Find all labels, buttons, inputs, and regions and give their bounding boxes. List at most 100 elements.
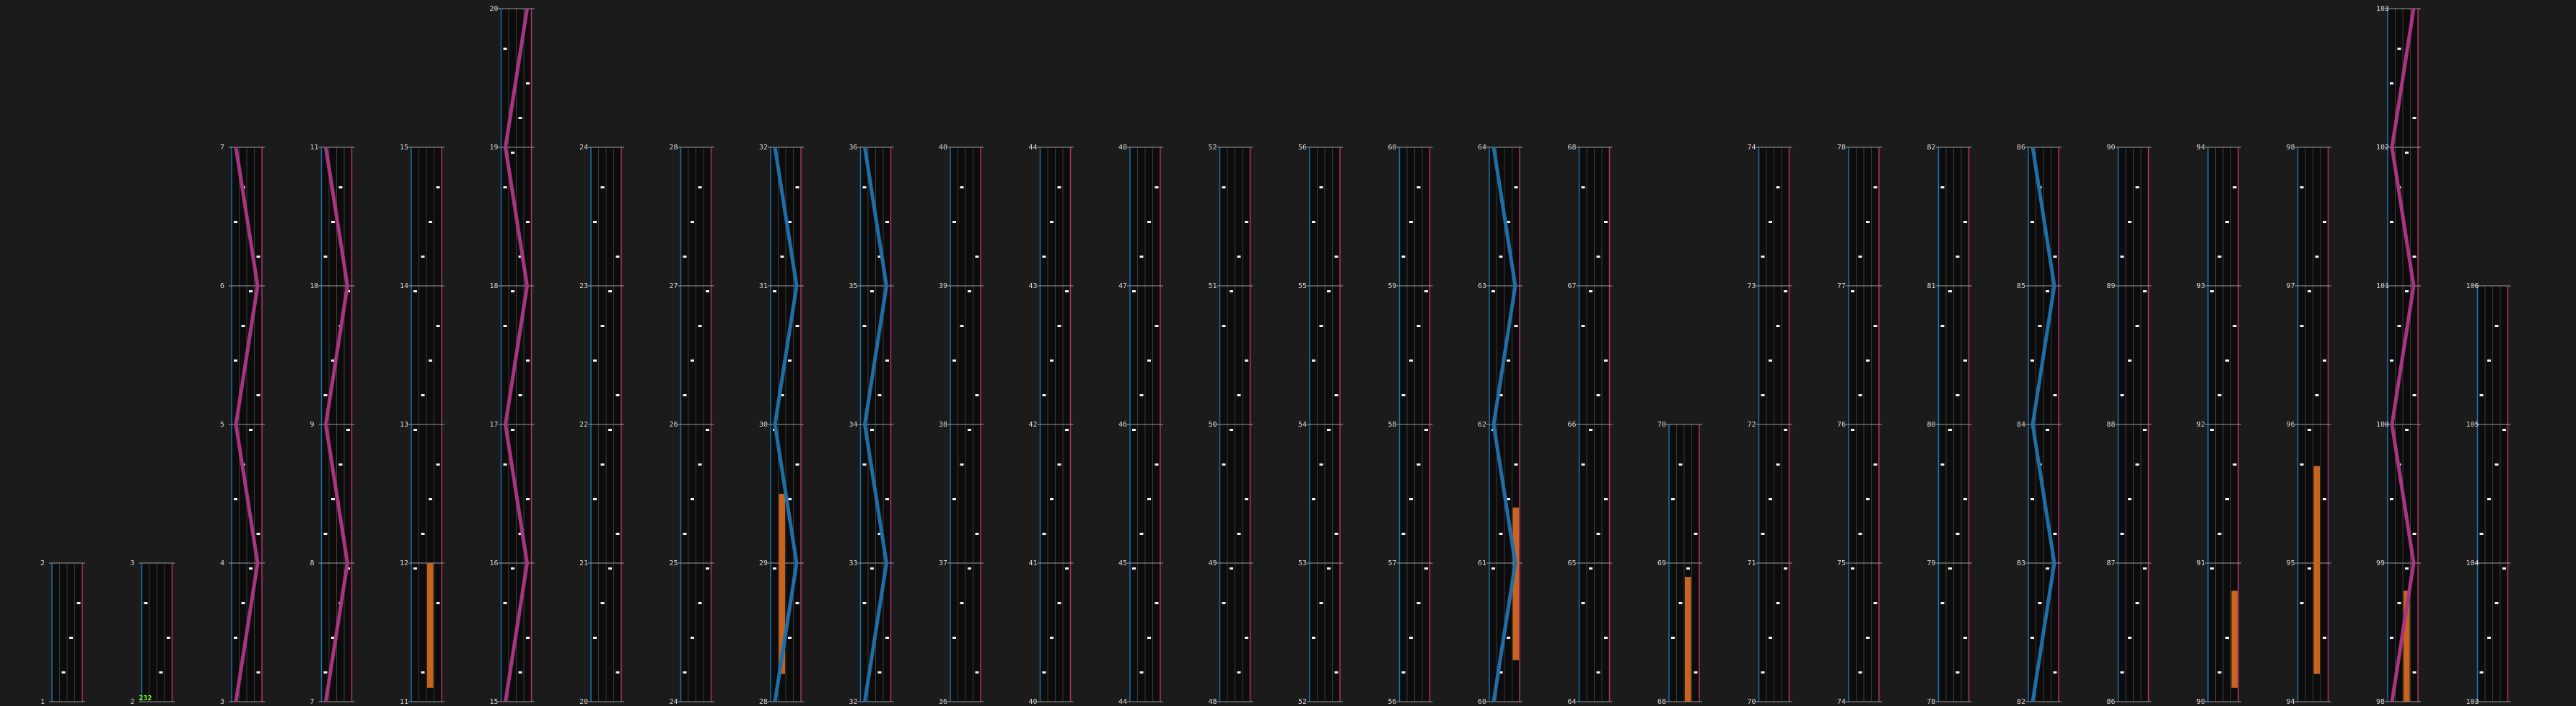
tap-note <box>952 637 956 639</box>
measure-number: 96 <box>2287 421 2295 429</box>
measure-number: 94 <box>2287 698 2295 706</box>
tap-note <box>698 463 702 466</box>
tap-note <box>518 671 522 674</box>
tap-note <box>413 567 417 570</box>
tap-note <box>1245 359 1248 362</box>
tap-note <box>2412 256 2417 258</box>
tap-note <box>1940 463 1945 466</box>
tap-note <box>788 221 792 223</box>
tap-note <box>600 463 605 466</box>
measure-number: 64 <box>1568 698 1577 706</box>
tap-note <box>773 290 776 292</box>
measure-number: 35 <box>849 282 858 290</box>
tap-note <box>1963 637 1967 639</box>
measure-number: 69 <box>1657 559 1666 567</box>
measure-number: 56 <box>1388 698 1397 706</box>
tap-note <box>1319 602 1323 604</box>
tap-note <box>593 221 597 223</box>
measure-number: 49 <box>1209 559 1217 567</box>
tap-note <box>1416 463 1421 466</box>
tap-note <box>331 637 335 639</box>
measure-number: 82 <box>2017 698 2025 706</box>
tap-note <box>698 186 702 188</box>
tap-note <box>2494 602 2499 604</box>
tap-note <box>2135 186 2139 188</box>
tap-note <box>323 533 328 535</box>
measure-number: 5 <box>220 421 224 429</box>
zigzag-line <box>234 147 260 702</box>
tap-note <box>795 602 799 604</box>
tap-note <box>1147 498 1151 500</box>
tap-note <box>338 463 343 466</box>
tap-note <box>1963 498 1967 500</box>
tap-note <box>600 325 605 327</box>
tap-note <box>1940 186 1945 188</box>
tap-note <box>2390 498 2393 500</box>
measure-number: 62 <box>1478 421 1486 429</box>
measure-number: 81 <box>1927 282 1936 290</box>
measure-number: 20 <box>579 698 588 706</box>
hold-note <box>1685 577 1691 702</box>
measure-number: 90 <box>2107 144 2116 152</box>
tap-note <box>1245 498 1248 500</box>
measure-number: 72 <box>1748 421 1756 429</box>
tap-note <box>2038 602 2042 604</box>
measure-number: 94 <box>2196 144 2205 152</box>
tap-note <box>2128 498 2132 500</box>
tap-note <box>2300 463 2304 466</box>
measure-number: 3 <box>220 698 224 706</box>
measure-number: 56 <box>1298 144 1307 152</box>
measure-number: 51 <box>1209 282 1217 290</box>
tap-note <box>608 290 612 292</box>
tap-note <box>511 152 514 154</box>
tap-note <box>1132 567 1136 570</box>
tap-note <box>1155 602 1159 604</box>
tap-note <box>429 221 432 223</box>
tap-note <box>1409 637 1413 639</box>
measure-number: 32 <box>849 698 858 706</box>
tap-note <box>952 498 956 500</box>
tap-note <box>2412 117 2417 119</box>
tap-note <box>691 359 694 362</box>
tap-note <box>421 671 425 674</box>
tap-note <box>2046 290 2049 292</box>
tap-note <box>1050 498 1053 500</box>
tap-note <box>1334 671 1339 674</box>
tap-note <box>1851 429 1854 431</box>
tap-note <box>2494 463 2499 466</box>
measure-number: 41 <box>1029 559 1038 567</box>
measure-number: 44 <box>1118 698 1127 706</box>
zigzag-line <box>2390 8 2416 702</box>
tap-note <box>436 186 440 188</box>
tap-note <box>1948 290 1952 292</box>
tap-note <box>1230 429 1233 431</box>
tap-note <box>1222 325 1226 327</box>
tap-note <box>870 567 874 570</box>
measure-number: 52 <box>1209 144 1217 152</box>
tap-note <box>2397 325 2401 327</box>
zigzag-line <box>324 147 349 702</box>
hold-note <box>2313 466 2320 674</box>
tap-note <box>421 533 425 535</box>
tap-note <box>2053 533 2057 535</box>
measure-number: 28 <box>670 144 678 152</box>
measure-number: 88 <box>2107 421 2116 429</box>
hold-note <box>1512 507 1519 661</box>
tap-note <box>1327 429 1331 431</box>
tap-note <box>1491 290 1495 292</box>
tap-note <box>61 671 66 674</box>
tap-note <box>1491 567 1495 570</box>
tap-note <box>1147 637 1151 639</box>
hold-note <box>2404 590 2410 702</box>
measure-number: 58 <box>1388 421 1397 429</box>
measure-number: 89 <box>2107 282 2116 290</box>
tap-note <box>2405 290 2409 292</box>
measure-number: 67 <box>1568 282 1577 290</box>
tap-note <box>1065 290 1069 292</box>
tap-note <box>1312 637 1315 639</box>
tap-note <box>788 637 792 639</box>
